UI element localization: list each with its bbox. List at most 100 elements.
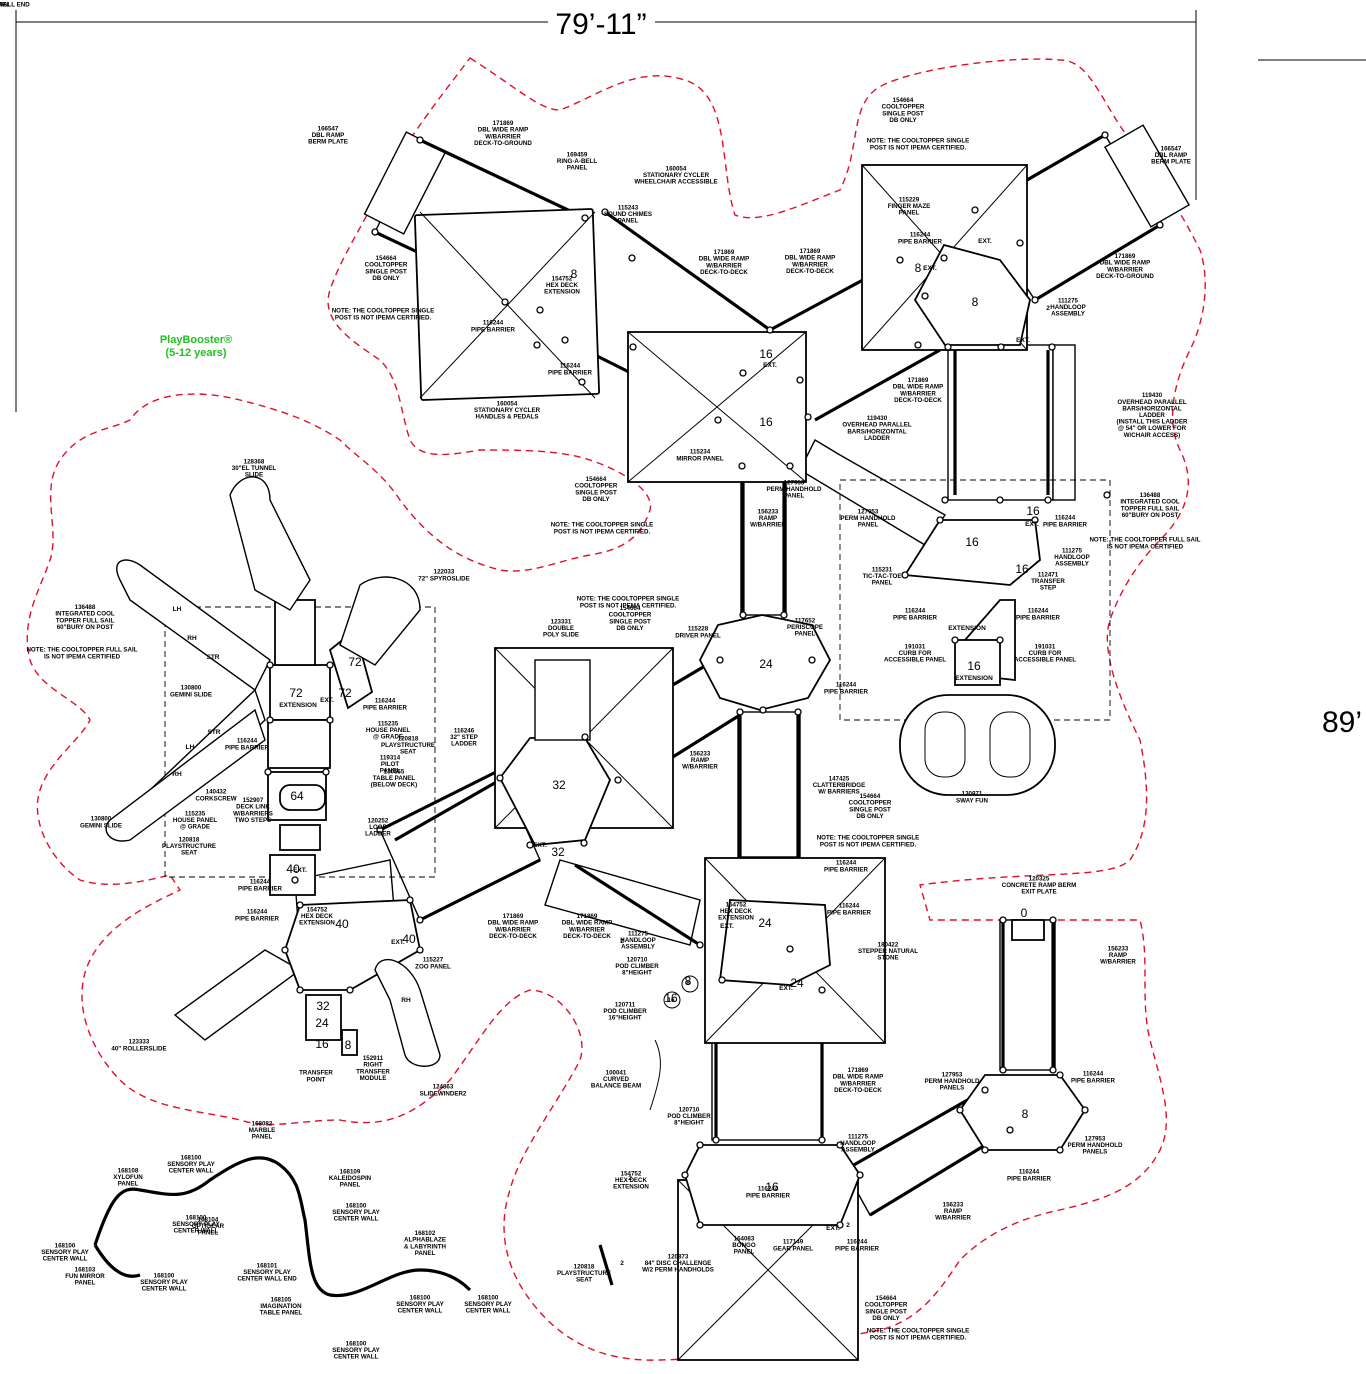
post-node (696, 941, 704, 949)
post-node (296, 901, 304, 909)
callout-line: 117652 (795, 617, 816, 624)
callout-line: DB ONLY (872, 1315, 900, 1322)
post-node (999, 916, 1007, 924)
callout-line: SINGLE POST (575, 489, 617, 496)
callout-line: 116244 (1083, 1071, 1104, 1078)
post-node (561, 336, 569, 344)
callout-line: TOPPER FULL SAIL (56, 617, 115, 624)
left-tower (267, 599, 374, 1056)
callout-line: CENTER WALL (169, 1168, 214, 1175)
post-node (1031, 296, 1039, 304)
callout-line: DBL RAMP (1155, 152, 1188, 159)
callout-line: 168100 (55, 1242, 76, 1249)
callout-line: 168100 (346, 1340, 367, 1347)
callout-line: PANEL (858, 522, 879, 529)
callout-line: SENSORY PLAY (396, 1301, 444, 1308)
callout-line: TABLE PANEL (260, 1310, 303, 1317)
callout-line: 119430 (1142, 392, 1163, 399)
post-node (1049, 916, 1057, 924)
callout-line: PIPE BARRIER (893, 614, 938, 621)
callout-line: DBL WIDE RAMP (488, 920, 538, 927)
post-node (533, 341, 541, 349)
callout-line: PANEL (795, 631, 816, 638)
deck-height-label: 64 (290, 789, 304, 803)
callout-line: POST IS NOT IPEMA CERTIFIED. (870, 144, 967, 151)
callout-line: SINGLE POST (609, 618, 651, 625)
callout-line: PANEL (567, 165, 588, 172)
callout-line: HOUSE PANEL (366, 727, 410, 734)
callout-line: 127953 (1085, 1135, 1106, 1142)
deck-height-label: 16 (965, 535, 979, 549)
callout-line: 119430 (867, 415, 888, 422)
callout-line: BARS/HORIZONTAL (847, 428, 907, 435)
callout-line: DB ONLY (372, 275, 400, 282)
post-node (628, 254, 636, 262)
post-node (1056, 1071, 1064, 1079)
callout-line: PIPE BARRIER (235, 915, 280, 922)
deck-height-label: 72 (338, 686, 352, 700)
callout-line: W/BARRIER (495, 926, 531, 933)
callout-line: ACCESSIBLE PANEL (1014, 657, 1076, 664)
callout-line: PLAYSTRUCTURE (381, 742, 435, 749)
callout-line: CLATTERBRIDGE (813, 782, 865, 789)
callout-line: INTEGRATED COOL (55, 611, 115, 618)
post-node (526, 841, 534, 849)
post-node (786, 462, 794, 470)
marker-label: EXT. (779, 985, 793, 992)
callout-line: CENTER WALL (142, 1286, 187, 1293)
callout-line: 115228 (688, 626, 709, 633)
callout-line: GEMINI SLIDE (80, 822, 122, 829)
callout-line: 128368 (244, 458, 265, 465)
deck-height-label: 8 (345, 1038, 352, 1052)
callout-line: 115243 (618, 204, 639, 211)
callout-line: 140432 (206, 789, 227, 796)
marker-label: 8 (686, 980, 690, 987)
post-node (999, 1066, 1007, 1074)
callout-line: RAMP (691, 757, 709, 764)
callout-line: 169459 (567, 151, 588, 158)
deck-height-label: 16 (765, 1180, 779, 1194)
callout-line: LADDER (451, 741, 477, 748)
callout-line: NOTE: THE COOLTOPPER SINGLE (817, 835, 920, 842)
callout-line: CENTER WALL (466, 1308, 511, 1315)
post-node (1156, 221, 1164, 229)
deck-height-label: 24 (759, 657, 773, 671)
callout-line: PANEL (198, 1230, 219, 1237)
callout-line: SENSORY PLAY (332, 1347, 380, 1354)
callout-line: HOUSE PANEL (173, 817, 217, 824)
post-node (346, 986, 354, 994)
callout-line: 136488 (75, 604, 96, 611)
callout-line: 115229 (899, 196, 920, 203)
callout-line: 156233 (943, 1201, 964, 1208)
deck-height-label: 8 (915, 261, 922, 275)
callout-line: TRANSFER (299, 1070, 333, 1077)
callout-line: GEAR PANEL (773, 1245, 813, 1252)
callout-line: PANEL (252, 1134, 273, 1141)
callout-line: 120710 (627, 956, 648, 963)
callout-line: SENSORY PLAY (167, 1161, 215, 1168)
callout-line: TWO STEPS (235, 817, 271, 824)
callout-line: PLAYSTRUCTURE (557, 1270, 611, 1277)
callout-line: HANDLOOP (1050, 304, 1085, 311)
marker-label: 2 (846, 1222, 850, 1229)
callout-line: 122033 (434, 569, 455, 576)
callout-line: DECK-TO-GROUND (474, 140, 532, 147)
deck-height-label: 72 (348, 655, 362, 669)
callout-line: 116244 (839, 903, 860, 910)
